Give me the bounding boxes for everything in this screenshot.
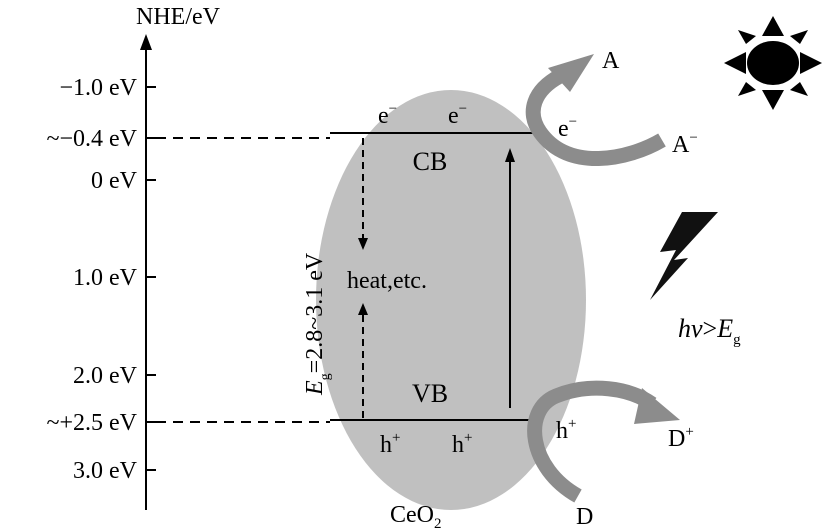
energy-axis-arrowhead <box>140 34 152 50</box>
tick-label: 3.0 eV <box>73 458 138 484</box>
electron-label: e− <box>378 101 397 129</box>
hole-label: h+ <box>380 430 400 458</box>
cb-electron-transfer-label: e− <box>558 114 577 142</box>
axis-ticks <box>146 86 156 471</box>
tick-label: 0 eV <box>91 168 138 194</box>
acceptor-reduced-label: A− <box>672 130 698 158</box>
oxidation-arrowhead <box>634 388 680 424</box>
tick-label: 1.0 eV <box>73 265 138 291</box>
excitation-arrowhead <box>505 148 515 162</box>
hole-label: h+ <box>452 430 472 458</box>
recombination-label: heat,etc. <box>347 268 427 294</box>
acceptor-label: A <box>602 48 620 74</box>
tick-label: −1.0 eV <box>59 75 137 101</box>
tick-label: ~+2.5 eV <box>46 410 137 436</box>
donor-oxidized-label: D+ <box>668 424 694 452</box>
reduction-curved-arrow <box>525 69 666 166</box>
bandgap-label: Eg=2.8~3.1 eV <box>302 252 333 396</box>
axis-tick-labels: −1.0 eV ~−0.4 eV 0 eV 1.0 eV 2.0 eV ~+2.… <box>46 75 137 484</box>
lightning-icon <box>650 212 718 300</box>
sun-icon <box>724 16 822 110</box>
ceo2-particle <box>316 90 586 510</box>
electron-label: e− <box>448 101 467 129</box>
oxidation-curved-arrow <box>527 380 657 503</box>
recombination-down-arrowhead <box>358 238 368 250</box>
photon-energy-label: hν>Eg <box>678 314 741 348</box>
vb-hole-transfer-label: h+ <box>556 416 576 444</box>
recombination-up-arrowhead <box>358 303 368 315</box>
tick-label: 2.0 eV <box>73 363 138 389</box>
donor-label: D <box>576 504 593 529</box>
tick-label: ~−0.4 eV <box>46 126 137 152</box>
axis-title: NHE/eV <box>136 4 221 30</box>
vb-label: VB <box>412 379 448 408</box>
material-label: CeO2 <box>390 502 442 529</box>
cb-label: CB <box>413 147 448 176</box>
reduction-arrowhead <box>548 54 594 92</box>
